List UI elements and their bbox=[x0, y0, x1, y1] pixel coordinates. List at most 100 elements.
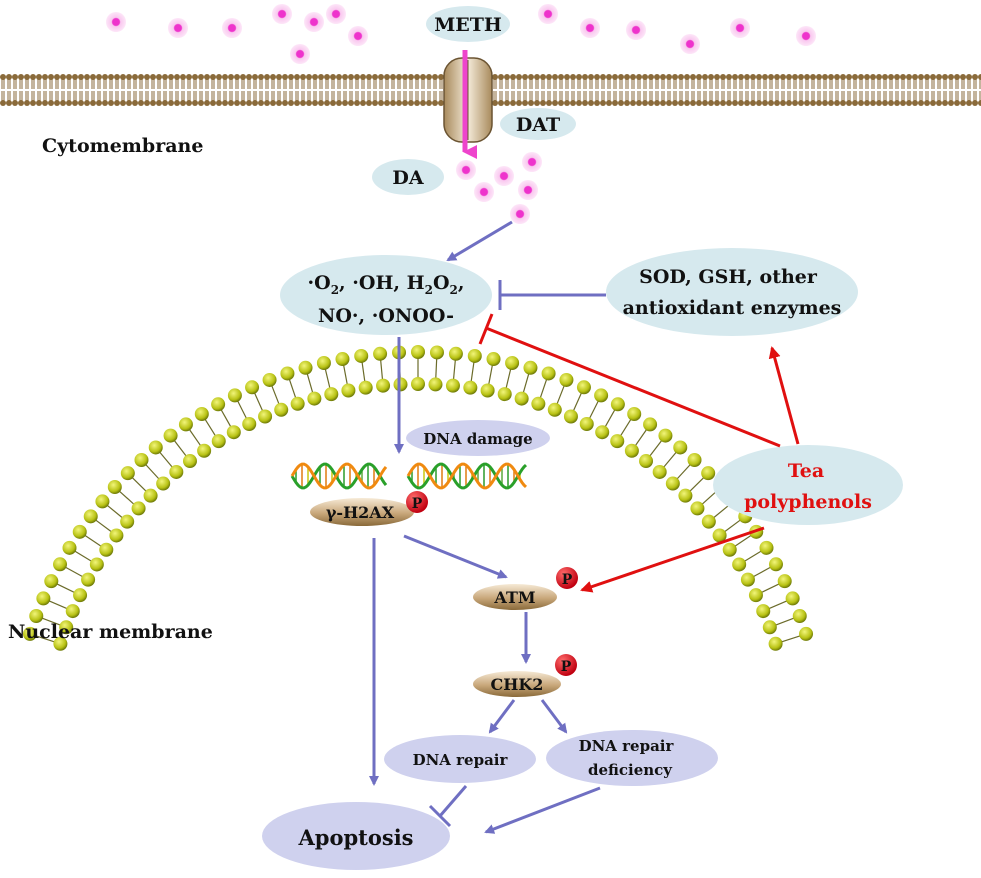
lipid-tail bbox=[145, 463, 160, 480]
lipid-head-icon bbox=[307, 391, 322, 406]
dna-strand bbox=[290, 462, 388, 490]
phospho-label: P bbox=[562, 572, 573, 588]
particle-icon bbox=[290, 44, 310, 64]
lipid-tail bbox=[781, 635, 801, 643]
lipid-head-icon bbox=[547, 402, 562, 417]
lipid-tail bbox=[306, 373, 314, 393]
lipid-head-icon bbox=[197, 443, 212, 458]
lipid-head-icon bbox=[768, 557, 783, 572]
atm-label: ATM bbox=[493, 588, 535, 607]
dna-strand bbox=[290, 462, 388, 490]
dna-repair-label: DNA repair bbox=[413, 751, 509, 769]
lipid-head-icon bbox=[480, 383, 495, 398]
dna-helix-icon bbox=[406, 462, 528, 490]
da-node: DA bbox=[372, 159, 444, 195]
lipid-tail bbox=[701, 490, 718, 505]
lipid-tail bbox=[556, 385, 565, 405]
dna-damage-label: DNA damage bbox=[423, 430, 532, 448]
chk2-node: CHK2 P bbox=[473, 654, 577, 697]
lipid-tail bbox=[188, 429, 202, 447]
dna-damage-node: DNA damage bbox=[406, 420, 550, 456]
lipid-head-icon bbox=[687, 452, 702, 467]
lipid-head-icon bbox=[373, 346, 388, 361]
lipid-head-icon bbox=[658, 428, 673, 443]
lipid-tail bbox=[724, 519, 741, 533]
da-to-ros-arrow bbox=[446, 220, 513, 262]
apoptosis-node: Apoptosis bbox=[262, 802, 450, 870]
lipid-head-icon bbox=[36, 591, 51, 606]
lipid-tail bbox=[452, 359, 456, 380]
phospho-icon bbox=[555, 654, 577, 676]
lipid-head-icon bbox=[531, 396, 546, 411]
lipid-head-icon bbox=[59, 620, 74, 635]
lipid-tail bbox=[173, 439, 187, 457]
lipid-head-icon bbox=[22, 626, 37, 641]
lipid-head-icon bbox=[792, 609, 807, 624]
apoptosis-label: Apoptosis bbox=[298, 825, 414, 850]
lipid-head-icon bbox=[411, 345, 425, 359]
dat-label: DAT bbox=[516, 114, 560, 136]
lipid-head-icon bbox=[131, 501, 146, 516]
lipid-tail bbox=[604, 409, 616, 428]
lipid-head-icon bbox=[242, 416, 257, 431]
meth-label: METH bbox=[434, 14, 502, 36]
particle-icon bbox=[518, 180, 538, 200]
lipid-head-icon bbox=[411, 377, 425, 391]
dna-repair-deficiency-label-line1: DNA repair bbox=[579, 737, 675, 755]
lipid-tail bbox=[689, 476, 705, 492]
lipid-head-icon bbox=[643, 417, 658, 432]
lipid-head-icon bbox=[448, 346, 463, 361]
lipid-tail bbox=[470, 361, 475, 382]
lipid-head-icon bbox=[445, 378, 460, 393]
lipid-tail bbox=[522, 373, 530, 393]
lipid-head-icon bbox=[701, 466, 716, 481]
lipid-tail bbox=[734, 534, 752, 547]
lipid-head-icon bbox=[211, 434, 226, 449]
particle-icon bbox=[168, 18, 188, 38]
dna-helix-icon bbox=[290, 462, 388, 490]
lipid-tail bbox=[237, 400, 248, 419]
lipid-tail bbox=[253, 392, 264, 412]
lipid-head-icon bbox=[463, 380, 478, 395]
antioxidant-node: SOD, GSH, other antioxidant enzymes bbox=[606, 248, 858, 336]
lipid-head-icon bbox=[156, 476, 171, 491]
atm-node: ATM P bbox=[473, 567, 578, 610]
lipid-tail bbox=[713, 504, 730, 519]
lipid-head-icon bbox=[665, 476, 680, 491]
lipid-tail bbox=[95, 519, 112, 533]
particle-icon bbox=[272, 4, 292, 24]
lipid-tail bbox=[588, 400, 599, 419]
lipid-head-icon bbox=[227, 388, 242, 403]
tea-to-atm-arrow bbox=[580, 526, 765, 593]
lipid-tail bbox=[343, 364, 348, 385]
lipid-tail bbox=[768, 600, 788, 610]
lipid-tail bbox=[48, 600, 68, 610]
dopamine-meth-particles bbox=[106, 4, 816, 224]
dna-repair-node: DNA repair bbox=[384, 735, 536, 783]
lipid-head-icon bbox=[740, 572, 755, 587]
lipid-head-icon bbox=[505, 355, 520, 370]
lipid-head-icon bbox=[732, 557, 747, 572]
lipid-head-icon bbox=[99, 542, 114, 557]
lipid-head-icon bbox=[274, 402, 289, 417]
chk2-to-deficiency-arrow bbox=[540, 699, 568, 734]
lipid-head-icon bbox=[624, 443, 639, 458]
lipid-tail bbox=[761, 583, 780, 594]
phospho-icon bbox=[406, 491, 428, 513]
lipid-head-icon bbox=[701, 514, 716, 529]
lipid-tail bbox=[752, 566, 772, 578]
lipid-tail bbox=[64, 566, 84, 578]
lipid-head-icon bbox=[226, 425, 241, 440]
lipid-tail bbox=[488, 364, 493, 385]
lipid-head-icon bbox=[44, 574, 59, 589]
lipid-head-icon bbox=[376, 378, 391, 393]
lipid-head-icon bbox=[120, 466, 135, 481]
lipid-head-icon bbox=[72, 524, 87, 539]
lipid-head-icon bbox=[799, 626, 814, 641]
dna-strand bbox=[406, 462, 528, 490]
particle-icon bbox=[796, 26, 816, 46]
dat-transporter bbox=[443, 57, 493, 143]
lipid-head-icon bbox=[762, 620, 777, 635]
lipid-head-icon bbox=[107, 479, 122, 494]
cytomembrane-label: Cytomembrane bbox=[42, 135, 203, 157]
